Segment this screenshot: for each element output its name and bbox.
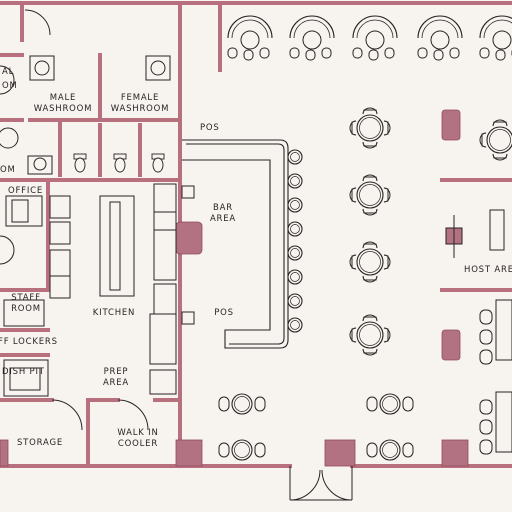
label-host-area: HOST AREA <box>464 265 512 275</box>
columns <box>0 109 469 467</box>
label-pos-top: POS <box>200 123 220 133</box>
two-top-tables <box>218 393 414 461</box>
label-bar-area-2: AREA <box>210 214 236 224</box>
room-labels: AL OM MALE WASHROOM FEMALE WASHROOM POS … <box>0 67 512 449</box>
label-male-washroom-2: WASHROOM <box>34 104 93 114</box>
back-doors <box>51 399 149 431</box>
label-staff-lockers: FF LOCKERS <box>0 337 58 347</box>
label-room-partial: OM <box>0 165 16 175</box>
label-office: OFFICE <box>8 186 43 196</box>
label-kitchen: KITCHEN <box>93 308 135 318</box>
host-booth-chairs <box>479 309 493 455</box>
label-staff-room-1: STAFF <box>11 293 41 303</box>
label-storage: STORAGE <box>17 438 63 448</box>
label-female-washroom-2: WASHROOM <box>111 104 170 114</box>
kitchen-equipment <box>49 183 195 395</box>
entry-doors <box>289 466 353 501</box>
label-prep-area-2: AREA <box>103 378 129 388</box>
label-walk-in-1: WALK IN <box>117 428 158 438</box>
label-washroom-partial-top: AL <box>2 67 14 77</box>
label-bar-area-1: BAR <box>213 203 233 213</box>
label-staff-room-2: ROOM <box>11 304 41 314</box>
label-dish-pit: DISH PIT <box>2 367 45 377</box>
label-male-washroom-1: MALE <box>50 93 76 103</box>
washroom-fixtures <box>0 9 171 175</box>
label-pos-bar: POS <box>214 308 234 318</box>
label-walk-in-2: COOLER <box>118 439 158 449</box>
walls <box>0 1 512 468</box>
label-female-washroom-1: FEMALE <box>121 93 159 103</box>
label-washroom-partial-bottom: OM <box>2 81 18 91</box>
toilets <box>73 153 165 173</box>
bar-stools <box>287 149 303 333</box>
bar-counter <box>182 139 289 349</box>
booth-row <box>227 15 512 61</box>
office-furniture <box>0 195 49 397</box>
label-prep-area-1: PREP <box>104 367 129 377</box>
host-stand <box>445 209 512 453</box>
